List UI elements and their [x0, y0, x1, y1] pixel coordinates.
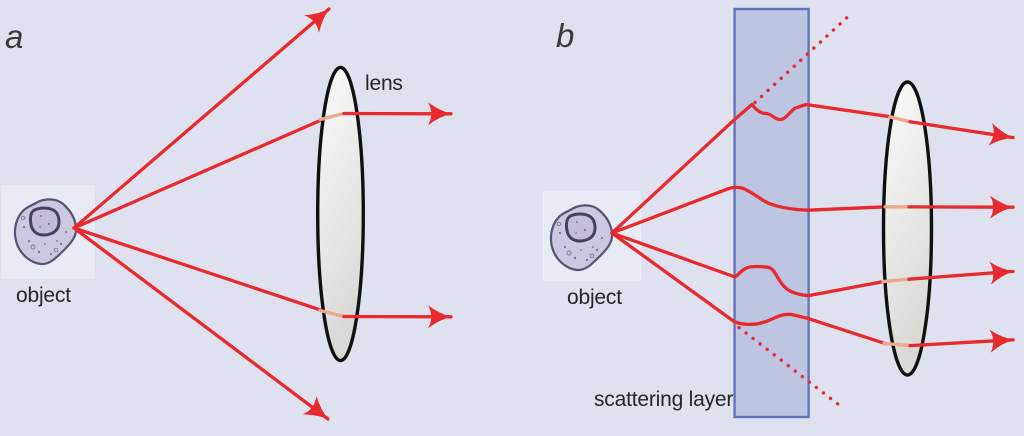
ray-a-lower-incident: [72, 226, 325, 313]
scattering-layer: [733, 7, 810, 419]
unscattered-path-bottom-dotted: [737, 325, 843, 409]
panel-a-letter: a: [5, 18, 24, 55]
ray-b4-scattered: [610, 231, 888, 346]
ray-b3-exit: [907, 261, 1015, 285]
ray-b3-refracted-in-lens: [881, 277, 911, 284]
ray-b3-scattered: [610, 231, 887, 298]
ray-b1-refracted-in-lens: [888, 115, 912, 124]
ray-a-lower-refracted-in-lens: [318, 308, 346, 319]
panel-b-letter: b: [556, 17, 575, 54]
ray-a-bottom-diverging: [72, 226, 330, 421]
unscattered-path-top-dotted: [753, 15, 849, 105]
lens-b: [881, 80, 934, 377]
ray-a-upper-incident: [72, 117, 325, 230]
ray-b1-scattered: [610, 102, 894, 235]
ray-a-top-diverging: [72, 7, 331, 230]
lens-label: lens: [365, 72, 403, 95]
ray-b2-scattered: [610, 185, 888, 235]
ray-b4-exit: [908, 329, 1015, 353]
object-label-a: object: [16, 284, 71, 307]
object-label-b: object: [567, 286, 622, 309]
ray-b4-refracted-in-lens: [882, 341, 912, 348]
lens-a: [316, 65, 366, 363]
scattering-layer-label: scattering layer: [594, 388, 734, 411]
ray-b1-exit: [908, 120, 1015, 146]
ray-a-upper-refracted-in-lens: [318, 111, 346, 122]
